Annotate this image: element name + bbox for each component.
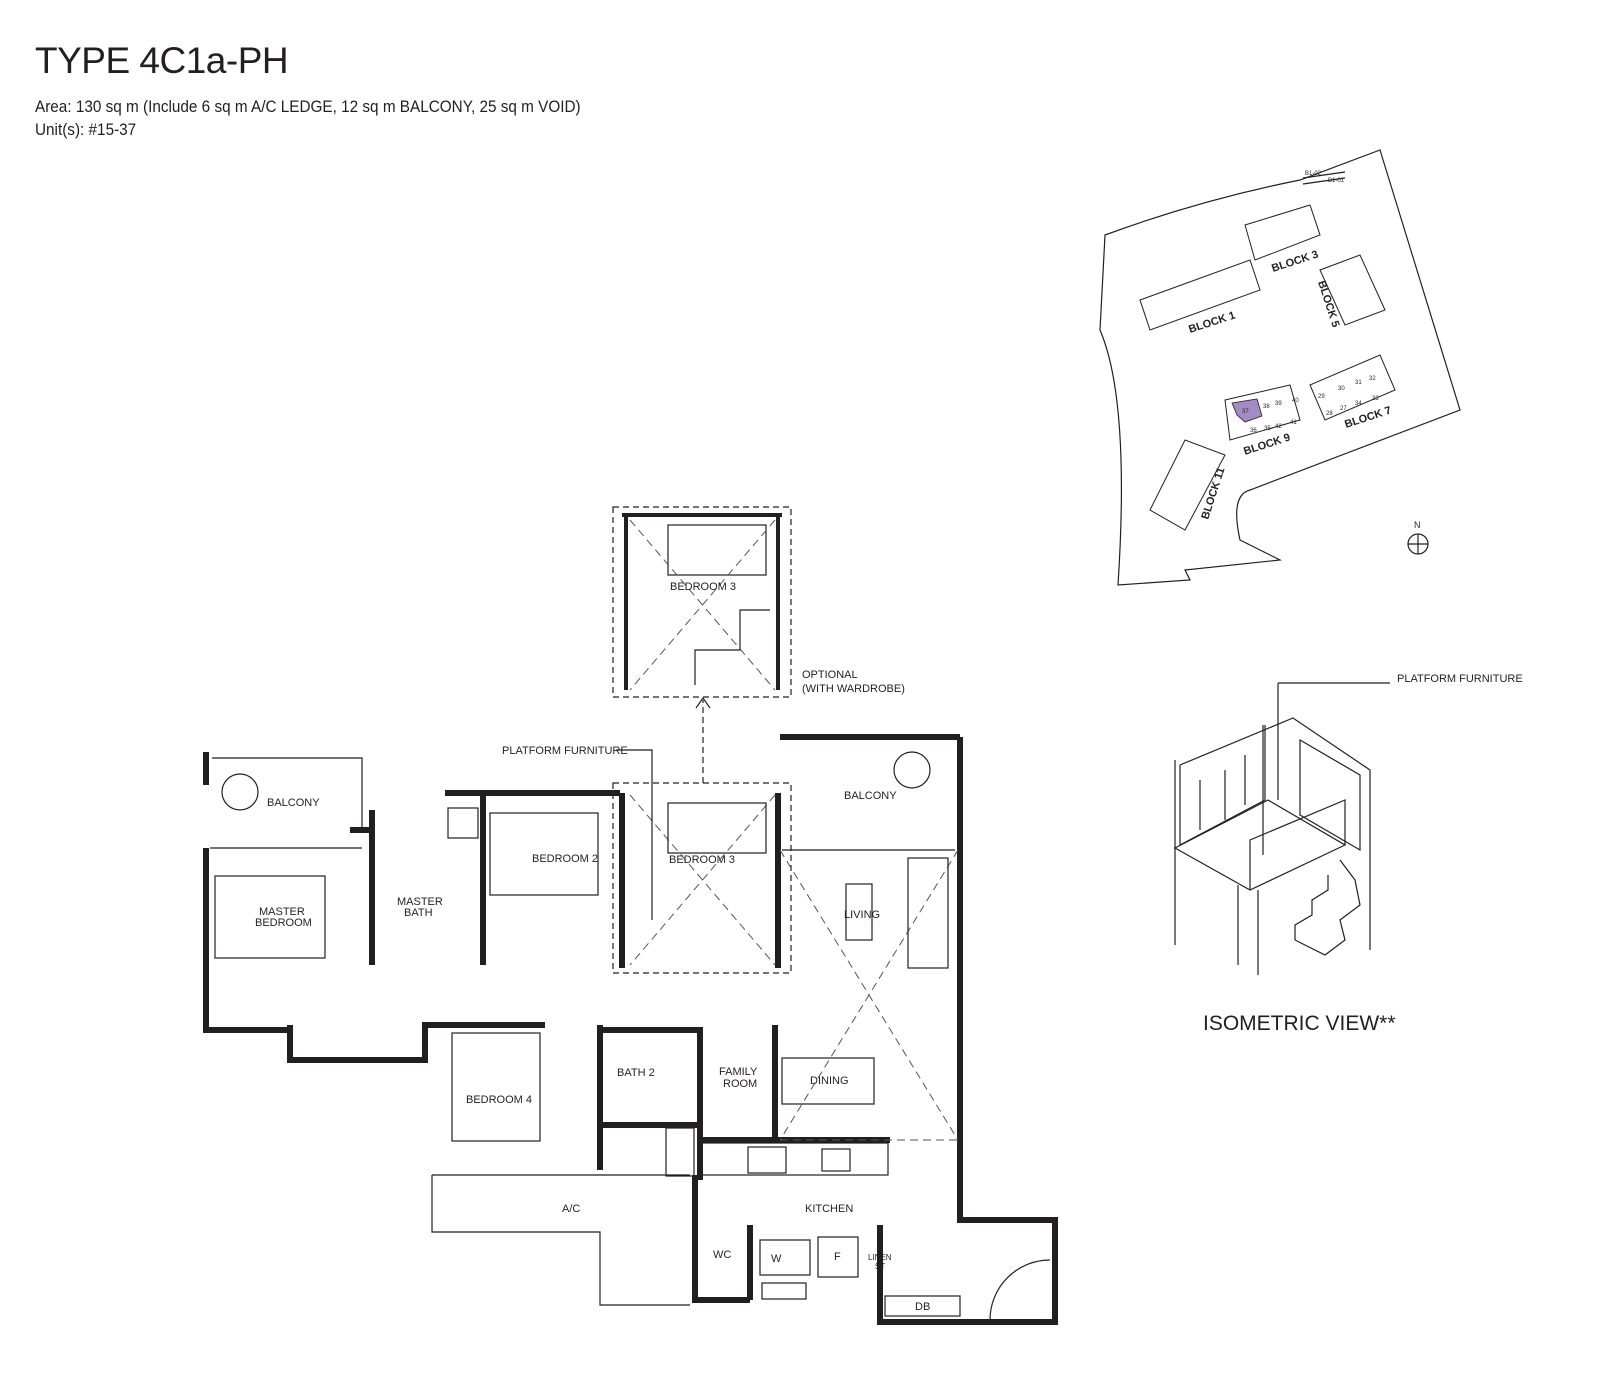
unit-37-label: 37 [1242, 409, 1249, 415]
main-plan: BALCONY MASTER BEDROOM MASTER BATH BEDRO… [203, 734, 1058, 1325]
room-label-bedroom4: BEDROOM 4 [466, 1094, 532, 1106]
unit-label: 38 [1263, 404, 1270, 410]
block-label: BLOCK 9 [1242, 432, 1292, 458]
shower-tray [761, 1282, 807, 1300]
linen-store-label: LINEN [868, 1253, 892, 1262]
kitchen-counter [699, 1142, 889, 1176]
coffee-table [845, 883, 873, 941]
room-label-ac-ledge: A/C [562, 1203, 580, 1215]
room-label-master-bedroom: BEDROOM [255, 917, 312, 929]
fridge [817, 1236, 859, 1278]
master-bed [214, 875, 326, 959]
block-7-shape [1309, 354, 1396, 421]
room-label-master-bath: MASTER [397, 896, 443, 908]
loft-plan: BEDROOM 3 OPTIONAL (WITH WARDROBE) [612, 506, 905, 783]
gate-lines [1302, 171, 1346, 185]
platform-furniture-leader [616, 749, 653, 920]
room-label-living: LIVING [844, 909, 880, 921]
isometric-platform-label: PLATFORM FURNITURE [1397, 673, 1523, 685]
unit-label: 28 [1326, 411, 1333, 417]
hob [747, 1146, 787, 1174]
optional-note: (WITH WARDROBE) [802, 683, 905, 695]
fridge-label: F [834, 1251, 841, 1263]
room-label-family-room: ROOM [723, 1078, 757, 1090]
unit-label: 33 [1372, 396, 1379, 402]
unit-label: 32 [1369, 376, 1376, 382]
unit-label: 39 [1275, 401, 1282, 407]
block-1-shape [1139, 259, 1261, 331]
room-label-balcony: BALCONY [267, 797, 320, 809]
gate-label: B1-01 [1328, 178, 1345, 184]
dining-table [781, 1057, 875, 1105]
unit-type-title: TYPE 4C1a-PH [35, 40, 289, 81]
room-label-bedroom3-loft: BEDROOM 3 [670, 581, 736, 593]
db-label: DB [915, 1301, 930, 1313]
unit-label: 42 [1275, 424, 1282, 430]
unit-label: 36 [1250, 428, 1257, 434]
units-text: Unit(s): #15-37 [35, 120, 137, 139]
site-plan: B1-02 B1-01 37 38 39 40 36 35 42 41 29 3… [1099, 149, 1461, 586]
balcony-chair [221, 773, 259, 811]
db-box [884, 1295, 961, 1317]
block-3-shape [1244, 204, 1321, 261]
room-label-balcony: BALCONY [844, 790, 897, 802]
washer [759, 1239, 811, 1276]
sink [821, 1148, 851, 1172]
room-label-family-room: FAMILY [719, 1066, 758, 1078]
bath2-shower [665, 1127, 695, 1177]
unit-label: 30 [1338, 386, 1345, 392]
unit-label: 41 [1290, 420, 1297, 426]
unit-label: 29 [1318, 394, 1325, 400]
block-label: BLOCK 3 [1270, 249, 1320, 275]
block-9-shape [1224, 384, 1301, 441]
block-11-shape [1149, 439, 1226, 531]
unit-label: 35 [1264, 426, 1271, 432]
linen-store-label: ST [875, 1262, 885, 1271]
entrance-door-swing [989, 1259, 1051, 1321]
unit-label: 34 [1355, 401, 1362, 407]
washer-label: W [771, 1253, 782, 1265]
unit-label: 31 [1355, 380, 1362, 386]
room-label-bath2: BATH 2 [617, 1067, 655, 1079]
site-boundary [1099, 149, 1461, 586]
room-label-bedroom3: BEDROOM 3 [669, 854, 735, 866]
balcony-chair [893, 751, 931, 789]
sofa [907, 857, 949, 969]
gate-label: B1-02 [1305, 171, 1322, 177]
north-arrow-icon [1407, 533, 1429, 555]
highlighted-unit-37 [1231, 398, 1263, 423]
platform-furniture-label: PLATFORM FURNITURE [502, 745, 628, 757]
isometric-caption: ISOMETRIC VIEW** [1203, 1012, 1396, 1035]
unit-label: 27 [1340, 406, 1347, 412]
bedroom3-bed [667, 802, 767, 854]
north-label: N [1414, 520, 1421, 530]
shower [447, 807, 479, 839]
unit-label: 40 [1292, 398, 1299, 404]
isometric-view: PLATFORM FURNITURE ISOMETRIC VIEW** [1173, 673, 1523, 1035]
room-label-wc: WC [713, 1249, 731, 1261]
area-text: Area: 130 sq m (Include 6 sq m A/C LEDGE… [35, 97, 581, 116]
room-label-kitchen: KITCHEN [805, 1203, 853, 1215]
room-label-master-bedroom: MASTER [259, 906, 305, 918]
bedroom4-bed [451, 1032, 541, 1142]
room-label-bedroom2: BEDROOM 2 [532, 853, 598, 865]
bedroom2-bed [489, 812, 599, 896]
room-label-master-bath: BATH [404, 907, 433, 919]
block-5-shape [1319, 254, 1386, 326]
optional-note: OPTIONAL [802, 669, 858, 681]
room-label-dining: DINING [810, 1075, 849, 1087]
